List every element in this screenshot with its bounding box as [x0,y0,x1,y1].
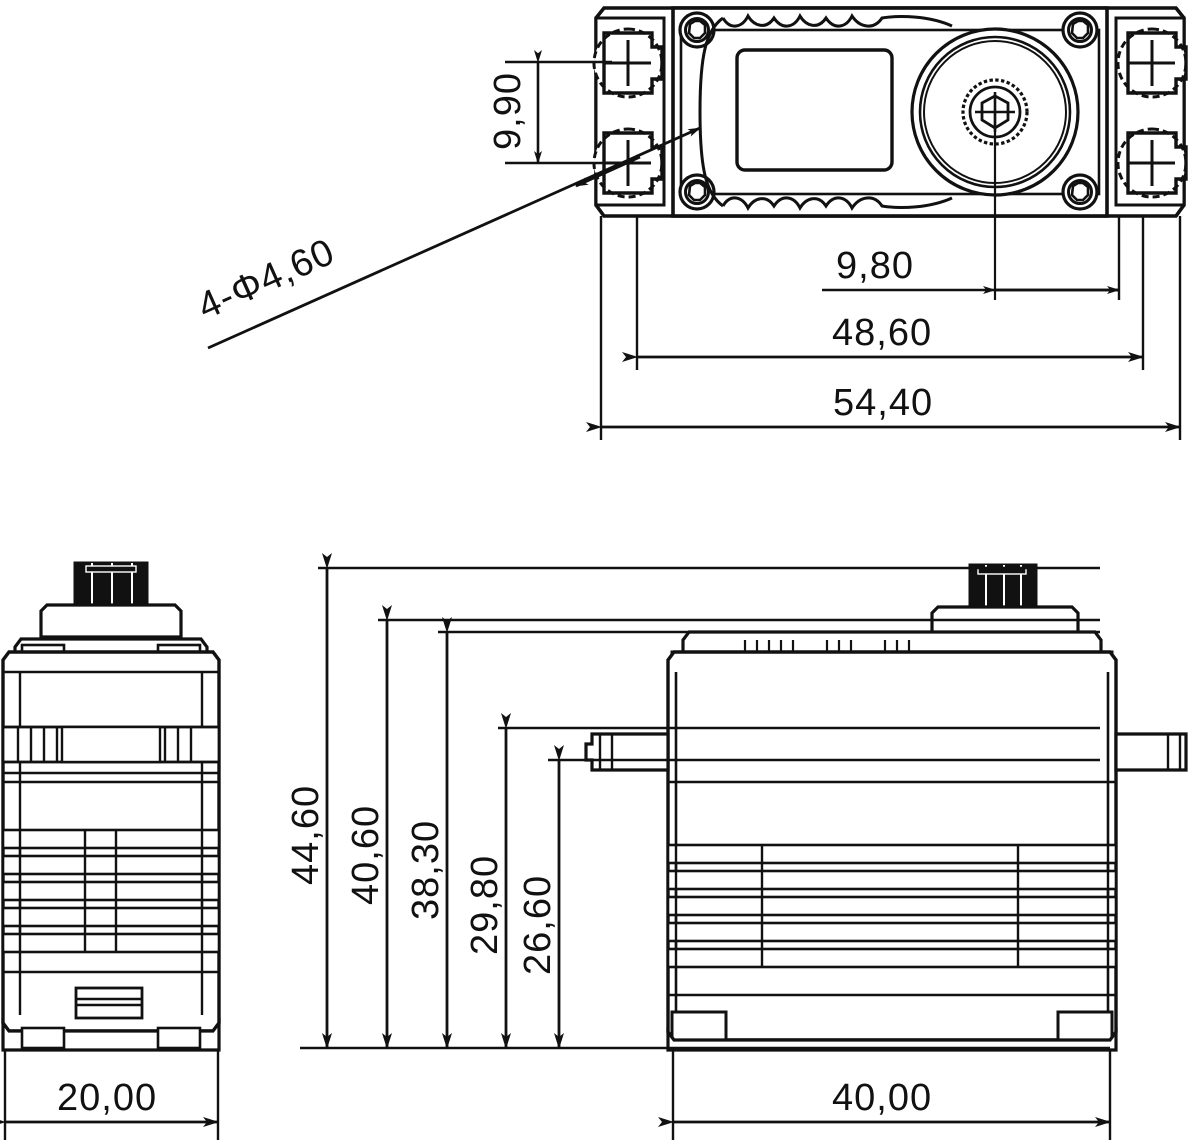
dim-label-9-80: 9,80 [836,245,914,287]
dim-shaft-offset: 9,80 [822,216,1121,300]
mounting-hole-top-right [1116,27,1188,99]
heatsink-fins-front [1,828,221,954]
case-screw-top-right [1061,11,1099,49]
dim-overall-length: 54,40 [586,216,1182,440]
dim-overall-height: 44,60 [285,553,332,1049]
dim-label-20-00: 20,00 [57,1077,157,1119]
dim-label-40-00: 40,00 [832,1077,932,1119]
dim-height-40-60: 40,60 [345,605,392,1049]
dim-label-26-60: 26,60 [517,875,559,975]
dim-label-48-60: 48,60 [832,312,932,354]
dim-label-54-40: 54,40 [833,382,933,424]
case-screw-top-left [678,11,716,49]
front-view [1,561,221,1052]
dim-label-9-90: 9,90 [487,72,529,150]
dim-front-width: 20,00 [0,1050,220,1140]
mounting-hole-bottom-right [1116,127,1188,199]
dim-mount-hole-pitch-v: 9,90 [487,50,612,165]
dim-label-29-80: 29,80 [464,855,506,955]
top-view [592,6,1188,300]
case-screw-bottom-right [1061,173,1099,211]
dim-height-29-80: 29,80 [464,713,511,1049]
dim-label-40-60: 40,60 [345,805,387,905]
side-view [584,563,1188,1052]
heatsink-fins-side [666,843,1118,969]
dim-height-26-60: 26,60 [517,745,564,1049]
leader-hole-callout: 4-Φ4,60 [192,126,701,350]
dim-label-44-60: 44,60 [285,785,327,885]
dim-stack-vertical: 44,60 40,60 38,30 29,80 26,60 [285,553,1110,1050]
dim-side-width: 40,00 [658,1050,1112,1140]
case-screw-bottom-left [678,173,716,211]
dim-label-hole-callout: 4-Φ4,60 [192,231,342,328]
dim-height-38-30: 38,30 [405,617,452,1049]
dim-mount-hole-span: 48,60 [622,216,1145,370]
dim-label-38-30: 38,30 [405,820,447,920]
